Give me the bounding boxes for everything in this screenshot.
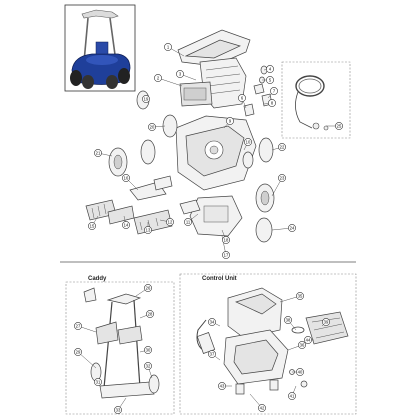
callout-bubble-11	[184, 218, 192, 226]
callout-number-4: 4	[269, 67, 272, 72]
callout-bubble-7	[270, 87, 278, 95]
caddy-section: Caddy	[65, 276, 175, 415]
callout-number-9: 9	[229, 119, 232, 124]
callout-bubble-42	[258, 404, 266, 412]
callout-bubble-14	[122, 221, 130, 229]
callout-bubble-29	[74, 348, 82, 356]
control-unit-section: Control Unit	[179, 273, 357, 415]
callout-bubble-40	[296, 368, 304, 376]
caddy-label: Caddy	[88, 276, 107, 282]
callout-number-6: 6	[241, 96, 244, 101]
callout-bubble-19	[142, 95, 150, 103]
callout-bubble-32	[144, 362, 152, 370]
callout-bubble-34	[208, 318, 216, 326]
callout-bubble-35	[296, 292, 304, 300]
callout-bubble-5	[266, 76, 274, 84]
callout-number-26: 26	[146, 286, 151, 291]
callout-number-43: 43	[220, 384, 225, 389]
callout-bubble-28	[146, 310, 154, 318]
callout-number-3: 3	[179, 72, 182, 77]
callout-number-7: 7	[273, 89, 276, 94]
callout-number-41: 41	[290, 394, 295, 399]
callout-number-27: 27	[76, 324, 81, 329]
callout-number-36: 36	[300, 343, 305, 348]
callout-number-25: 25	[337, 124, 342, 129]
callout-bubble-12	[166, 218, 174, 226]
callout-bubble-27	[74, 322, 82, 330]
callout-number-21: 21	[96, 151, 101, 156]
callout-number-2: 2	[157, 76, 160, 81]
callout-bubble-20	[148, 123, 156, 131]
callout-number-31: 31	[96, 380, 101, 385]
callout-number-44: 44	[306, 338, 311, 343]
callout-number-17: 17	[224, 253, 229, 258]
callout-number-39: 39	[324, 320, 329, 325]
callout-number-22: 22	[280, 145, 285, 150]
callout-bubble-15	[88, 222, 96, 230]
leader-line-29	[77, 351, 97, 369]
callout-bubble-18	[222, 236, 230, 244]
callout-bubble-16	[122, 174, 130, 182]
callout-number-24: 24	[290, 226, 295, 231]
callout-number-16: 16	[124, 176, 129, 181]
callout-bubble-31	[94, 378, 102, 386]
callout-number-18: 18	[224, 238, 229, 243]
callout-number-34: 34	[210, 320, 215, 325]
cable-swivel-inset	[281, 61, 351, 139]
callout-bubble-36	[298, 341, 306, 349]
callout-bubble-33	[114, 406, 122, 414]
callout-bubble-9	[226, 117, 234, 125]
callout-number-15: 15	[90, 224, 95, 229]
callout-bubble-10	[244, 138, 252, 146]
control-unit-label: Control Unit	[202, 276, 237, 282]
callout-number-8: 8	[271, 101, 274, 106]
callout-bubble-25	[335, 122, 343, 130]
callout-bubble-8	[268, 99, 276, 107]
callout-layer: 1234567891011121314151617181920212223242…	[74, 43, 343, 414]
callout-number-29: 29	[76, 350, 81, 355]
callout-number-35: 35	[298, 294, 303, 299]
callout-bubble-21	[94, 149, 102, 157]
callout-number-20: 20	[150, 125, 155, 130]
callout-bubble-30	[144, 346, 152, 354]
callout-bubble-13	[144, 226, 152, 234]
callout-number-1: 1	[167, 45, 170, 50]
callout-number-28: 28	[148, 312, 153, 317]
callout-bubble-23	[278, 174, 286, 182]
callout-number-33: 33	[116, 408, 121, 413]
callout-bubble-6	[238, 94, 246, 102]
callout-bubble-41	[288, 392, 296, 400]
callout-bubble-4	[266, 65, 274, 73]
callout-bubble-43	[218, 382, 226, 390]
callout-bubble-2	[154, 74, 162, 82]
callout-number-38: 38	[286, 318, 291, 323]
callout-number-30: 30	[146, 348, 151, 353]
leader-line-2	[157, 77, 183, 87]
callout-number-42: 42	[260, 406, 265, 411]
callout-bubble-38	[284, 316, 292, 324]
callout-bubble-44	[304, 336, 312, 344]
callout-number-14: 14	[124, 223, 129, 228]
product-photo-inset	[64, 4, 136, 92]
callout-bubble-24	[288, 224, 296, 232]
callout-number-5: 5	[269, 78, 272, 83]
callout-number-11: 11	[186, 220, 191, 225]
callout-bubble-17	[222, 251, 230, 259]
callout-bubble-1	[164, 43, 172, 51]
callout-number-37: 37	[210, 352, 215, 357]
callout-bubble-3	[176, 70, 184, 78]
callout-number-23: 23	[280, 176, 285, 181]
callout-number-10: 10	[246, 140, 251, 145]
callout-number-32: 32	[146, 364, 151, 369]
robot-exploded-view	[85, 29, 275, 243]
callout-bubble-37	[208, 350, 216, 358]
callout-bubble-22	[278, 143, 286, 151]
callout-number-40: 40	[298, 370, 303, 375]
callout-number-13: 13	[146, 228, 151, 233]
callout-number-12: 12	[168, 220, 173, 225]
callout-number-19: 19	[144, 97, 149, 102]
callout-bubble-39	[322, 318, 330, 326]
callout-bubble-26	[144, 284, 152, 292]
